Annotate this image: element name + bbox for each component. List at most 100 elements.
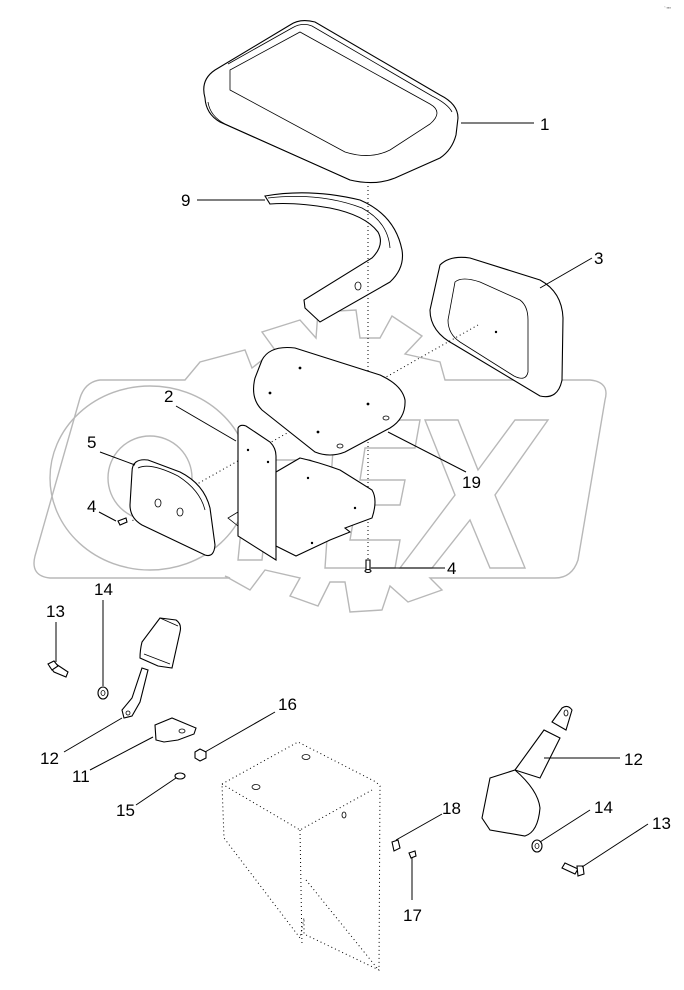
callout-4-left[interactable]: 4: [87, 497, 96, 516]
bracket-hole: [310, 541, 314, 545]
angle-bracket[interactable]: [154, 717, 197, 743]
leader-2: [175, 405, 237, 442]
callout-11[interactable]: 11: [72, 767, 90, 786]
seat-plate-outline: [253, 346, 406, 456]
bolt-head: [47, 660, 59, 671]
callout-labels: 1 9 3 2 19 5 4 4 13 14 12 11 16 15 12 18…: [40, 115, 671, 925]
seat-cushion-top-edge: [227, 24, 453, 113]
buckle-body: [139, 617, 182, 669]
screw-body: [365, 559, 371, 571]
washer-hole: [534, 843, 540, 849]
trim-strip[interactable]: [264, 192, 404, 323]
bracket-vertical-plate: [237, 424, 277, 561]
bolt-13-right[interactable]: [561, 862, 585, 877]
callout-18[interactable]: 18: [442, 799, 461, 818]
side-pad-hole: [154, 498, 162, 508]
angle-bracket-hole: [178, 728, 186, 734]
leader-13b: [581, 823, 649, 868]
seat-belt-retractor[interactable]: [481, 705, 573, 837]
leader-19: [387, 431, 467, 473]
screw-body: [117, 517, 128, 526]
nut-body: [194, 748, 207, 762]
side-pad-outline: [129, 459, 216, 557]
callout-3[interactable]: 3: [594, 249, 603, 268]
plate-hole: [366, 402, 370, 406]
callout-13-right[interactable]: 13: [652, 814, 671, 833]
seat-cushion-lower-edge: [207, 101, 351, 181]
retractor-tongue: [551, 705, 573, 731]
callout-5[interactable]: 5: [87, 433, 96, 452]
washer-14-right[interactable]: [531, 839, 543, 853]
washer-hole: [100, 690, 106, 696]
corner-mark: ᵔ ▪▪▪: [664, 5, 671, 10]
watermark-gear-outline: [33, 309, 607, 613]
clip-nut-18[interactable]: [391, 839, 401, 852]
trim-strip-outline: [264, 192, 404, 323]
bracket-hole: [246, 448, 250, 452]
callout-15[interactable]: 15: [116, 801, 135, 820]
side-pad[interactable]: [129, 459, 216, 557]
leader-18: [395, 813, 443, 841]
washer-ring: [531, 839, 543, 853]
screw-4-left[interactable]: [117, 517, 128, 526]
housing-hole: [341, 811, 347, 819]
callout-16[interactable]: 16: [278, 695, 297, 714]
plate-hole: [316, 430, 320, 434]
callout-19[interactable]: 19: [462, 473, 481, 492]
housing-hole: [251, 784, 261, 790]
seat-cushion-outline: [203, 19, 459, 184]
screw-body: [408, 850, 417, 859]
screw-head: [364, 568, 372, 574]
flange-nut-body: [174, 772, 186, 780]
callout-12-left[interactable]: 12: [40, 749, 59, 768]
backrest-hole: [494, 330, 498, 334]
washer-ring: [97, 686, 109, 700]
leader-3: [539, 257, 593, 289]
housing-outline: [221, 741, 381, 971]
seat-cushion[interactable]: [203, 19, 459, 184]
buckle-face: [143, 617, 179, 665]
leader-11: [89, 736, 154, 771]
seat-cushion-inner-panel: [229, 31, 438, 156]
callout-9[interactable]: 9: [181, 191, 190, 210]
bracket-hole: [266, 460, 270, 464]
washer-14-left[interactable]: [97, 686, 109, 700]
angle-bracket-body: [154, 717, 197, 743]
callout-17[interactable]: 17: [403, 906, 422, 925]
buckle-strap-hole: [125, 710, 131, 716]
seat-bracket[interactable]: [227, 424, 376, 561]
screw-17[interactable]: [408, 850, 417, 859]
callout-14-right[interactable]: 14: [594, 798, 613, 817]
bracket-horizontal-plate: [275, 457, 376, 557]
callout-14-left[interactable]: 14: [94, 580, 113, 599]
bolt-body: [561, 862, 579, 875]
trim-strip-hole: [354, 281, 362, 291]
bracket-flange: [227, 511, 239, 527]
plate-hole: [336, 443, 344, 449]
callout-1[interactable]: 1: [540, 115, 549, 134]
leader-5: [99, 451, 136, 466]
callout-4-bottom[interactable]: 4: [447, 559, 456, 578]
leader-15: [135, 777, 177, 806]
bracket-hole: [306, 476, 310, 480]
trim-strip-edge: [267, 195, 391, 249]
nut-16[interactable]: [194, 748, 207, 762]
side-pad-inner: [137, 465, 206, 511]
callout-13-left[interactable]: 13: [46, 602, 65, 621]
plate-hole: [268, 391, 272, 395]
bolt-13-left[interactable]: [47, 660, 69, 678]
backrest-inner-panel: [447, 278, 529, 379]
callout-12-right[interactable]: 12: [624, 750, 643, 769]
callout-2[interactable]: 2: [164, 387, 173, 406]
seat-belt-buckle[interactable]: [121, 617, 182, 719]
screw-4-bottom[interactable]: [364, 559, 372, 574]
seat-plate[interactable]: [253, 346, 406, 456]
plate-hole: [298, 366, 302, 370]
flange-nut-15[interactable]: [174, 772, 186, 780]
plate-hole: [382, 415, 390, 421]
retractor-tongue-hole: [563, 709, 569, 717]
backrest-outline: [429, 256, 564, 398]
backrest-cushion[interactable]: [429, 256, 564, 398]
housing-hole: [301, 754, 311, 760]
